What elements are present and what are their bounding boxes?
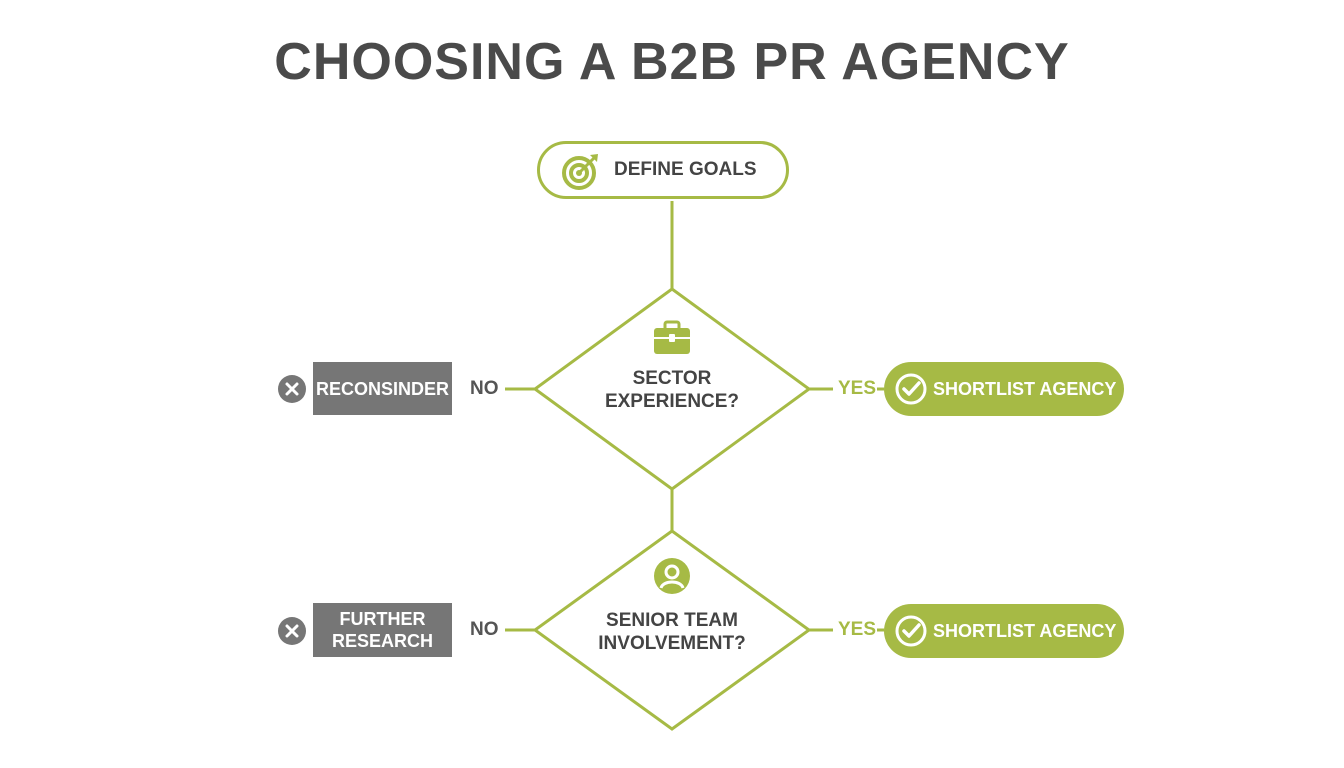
outcome-shortlist-agency-2: SHORTLIST AGENCY [884, 604, 1124, 658]
close-icon [278, 617, 306, 645]
decision-diamond-1 [532, 287, 812, 491]
outcome-shortlist-agency-1: SHORTLIST AGENCY [884, 362, 1124, 416]
outcome-further-research: FURTHER RESEARCH [313, 603, 452, 657]
close-icon [278, 375, 306, 403]
shortlist-agency-label: SHORTLIST AGENCY [933, 621, 1117, 641]
decision-2-yes-label: YES [838, 619, 877, 640]
decision-2-question: SENIOR TEAM INVOLVEMENT? [598, 610, 746, 654]
briefcase-icon [654, 320, 690, 354]
decision-diamond-2 [532, 529, 812, 731]
decision-1-yes-label: YES [838, 378, 877, 399]
start-node: DEFINE GOALS [537, 141, 789, 199]
decision-1-question: SECTOR EXPERIENCE? [604, 368, 740, 412]
start-label: DEFINE GOALS [614, 159, 757, 180]
check-circle-icon [895, 373, 927, 405]
page-title: CHOOSING A B2B PR AGENCY [274, 33, 1070, 91]
person-icon [654, 558, 690, 594]
decision-2-no-label: NO [470, 619, 499, 640]
shortlist-agency-label: SHORTLIST AGENCY [933, 379, 1117, 399]
target-icon [562, 154, 598, 190]
check-circle-icon [895, 615, 927, 647]
outcome-reconsider: RECONSINDER [313, 362, 452, 415]
decision-1-no-label: NO [470, 378, 499, 399]
